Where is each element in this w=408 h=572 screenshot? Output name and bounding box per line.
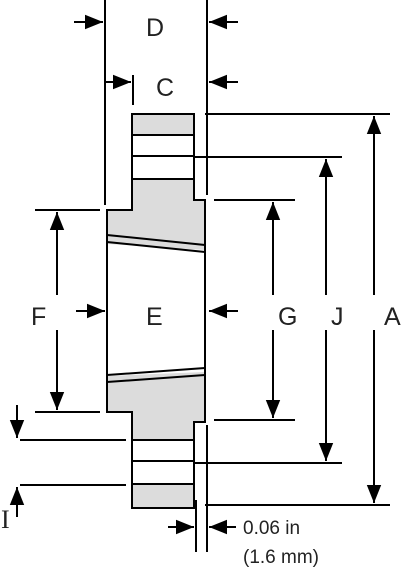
bore-taper-upper-b [106, 241, 206, 253]
label-F: F [31, 303, 46, 331]
extension-lines [20, 0, 390, 552]
bore-area [107, 244, 205, 376]
label-I: I [1, 505, 10, 534]
flange-lower-section [106, 367, 206, 509]
bore [106, 200, 206, 422]
label-E: E [146, 303, 163, 331]
label-C: C [156, 74, 174, 102]
dimension-arrows [9, 14, 382, 535]
bore-taper-lower-b [106, 374, 206, 383]
raised-face-note-line1: 0.06 in [243, 518, 300, 539]
label-A: A [384, 303, 401, 331]
label-D: D [146, 14, 164, 42]
bore-taper-lower-a [106, 367, 206, 376]
label-G: G [278, 303, 297, 331]
bore-taper-upper-a [106, 234, 206, 246]
label-J: J [331, 303, 344, 331]
raised-face-note-line2: (1.6 mm) [243, 547, 319, 568]
